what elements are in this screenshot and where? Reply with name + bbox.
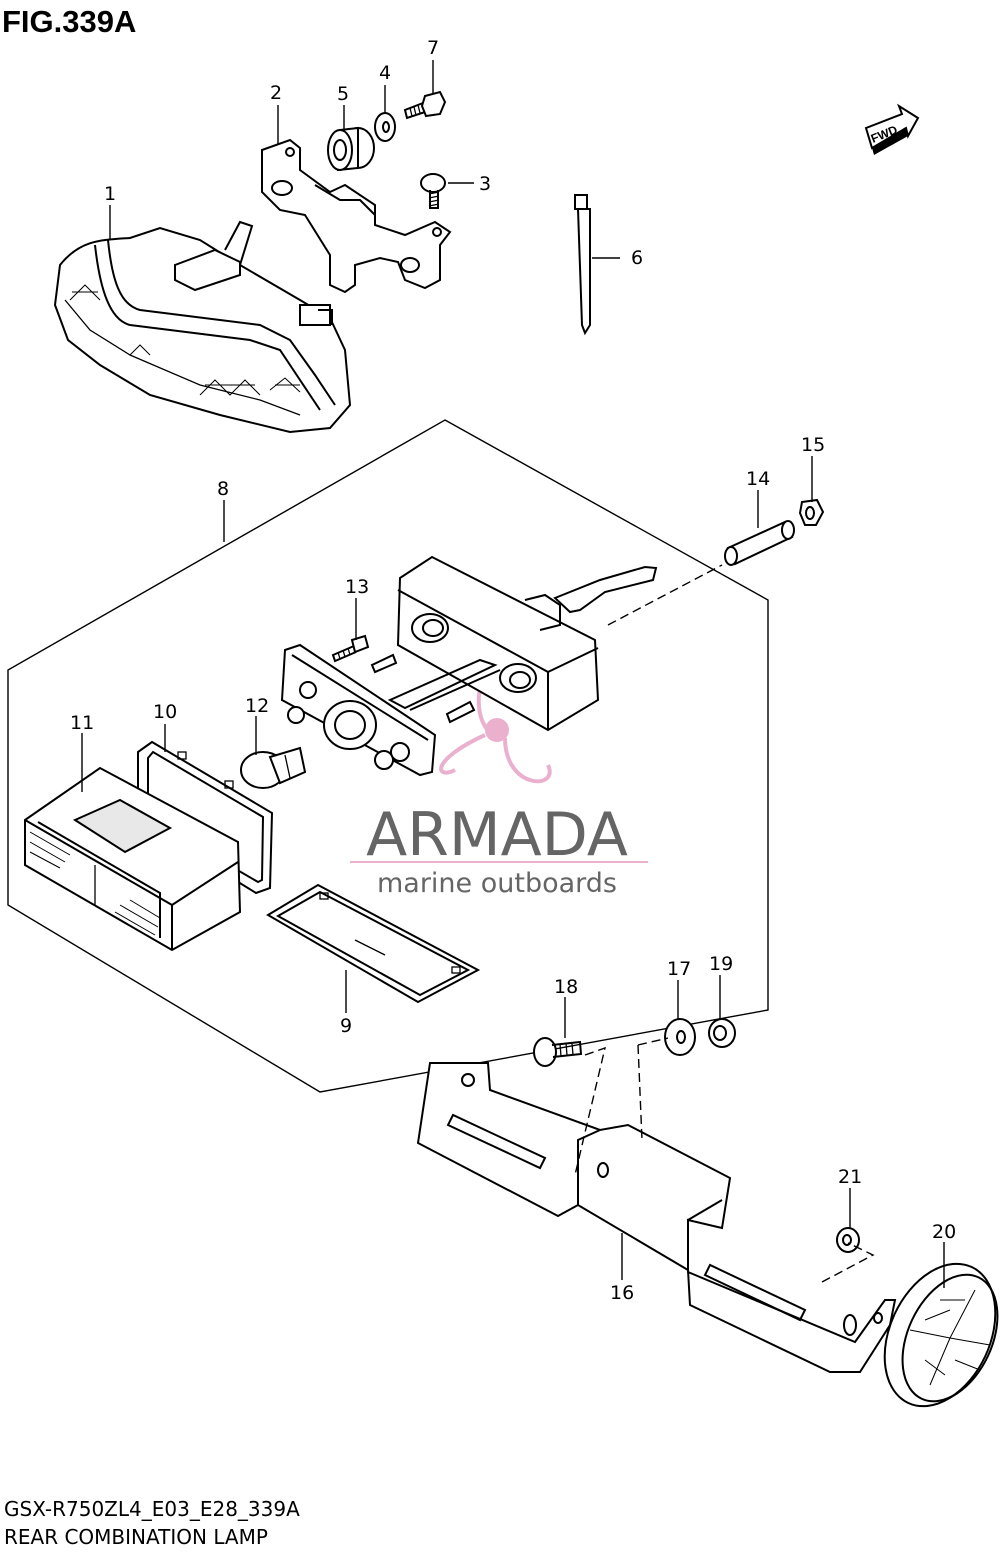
part-lens-11 [24,766,242,952]
part-reflector-20 [883,1262,999,1408]
watermark-tagline: marine outboards [377,868,617,899]
fwd-arrow-icon: FWD [864,103,920,155]
callout-14: 14 [746,468,770,490]
part-washer-4 [374,112,396,142]
part-bracket [261,138,452,294]
callout-5: 5 [337,83,349,105]
callout-15: 15 [801,434,825,456]
part-license-bracket-16 [416,1062,897,1373]
part-spacer-14 [724,520,795,566]
part-socket-board [280,643,501,777]
part-cable-tie-6 [574,194,591,336]
part-grommet-5 [327,126,375,172]
part-nut-19 [708,1018,736,1048]
part-lamp-housing [396,555,658,732]
watermark: ARMADA marine outboards [350,667,648,899]
callout-13: 13 [345,576,369,598]
callout-4: 4 [379,62,391,84]
figure-title: FIG.339A [2,4,137,39]
callout-1: 1 [104,183,116,205]
callout-7: 7 [427,37,439,59]
callout-3: 3 [479,173,491,195]
callout-11: 11 [70,712,94,734]
callout-12: 12 [245,695,269,717]
callout-17: 17 [667,958,691,980]
callout-8: 8 [217,478,229,500]
part-bolt-7 [403,90,447,120]
callout-10: 10 [153,701,177,723]
part-screw-13 [331,634,370,663]
callout-numbers: 1 2 3 4 5 6 7 8 9 10 11 12 13 14 15 16 1… [70,37,956,1304]
assembly-lines [574,564,875,1283]
assembly-name-caption: REAR COMBINATION LAMP [4,1525,268,1549]
part-screw-3 [420,173,446,209]
part-washer-17 [664,1018,696,1056]
part-bulb-12 [240,746,307,789]
callout-6: 6 [631,247,643,269]
part-nut-15 [798,498,825,526]
part-nut-21 [836,1227,860,1253]
callout-18: 18 [554,976,578,998]
callout-20: 20 [932,1221,956,1243]
lens-reflector-pattern [29,831,161,936]
leader-lines [81,60,945,1288]
stud-bolts [370,653,476,724]
assembly-outline [7,419,769,1093]
callout-16: 16 [610,1282,634,1304]
callout-2: 2 [270,82,282,104]
tail-lamp-lens-pattern [69,284,301,396]
callout-21: 21 [838,1166,862,1188]
part-lens-plate-9 [266,883,481,1004]
watermark-brand: ARMADA [366,800,628,870]
callout-9: 9 [340,1015,352,1037]
part-bolt-18 [533,1037,583,1067]
callout-19: 19 [709,953,733,975]
part-tail-lamp [53,220,352,434]
reflector-facet-pattern [909,1289,991,1386]
model-code-caption: GSX-R750ZL4_E03_E28_339A [4,1497,300,1521]
